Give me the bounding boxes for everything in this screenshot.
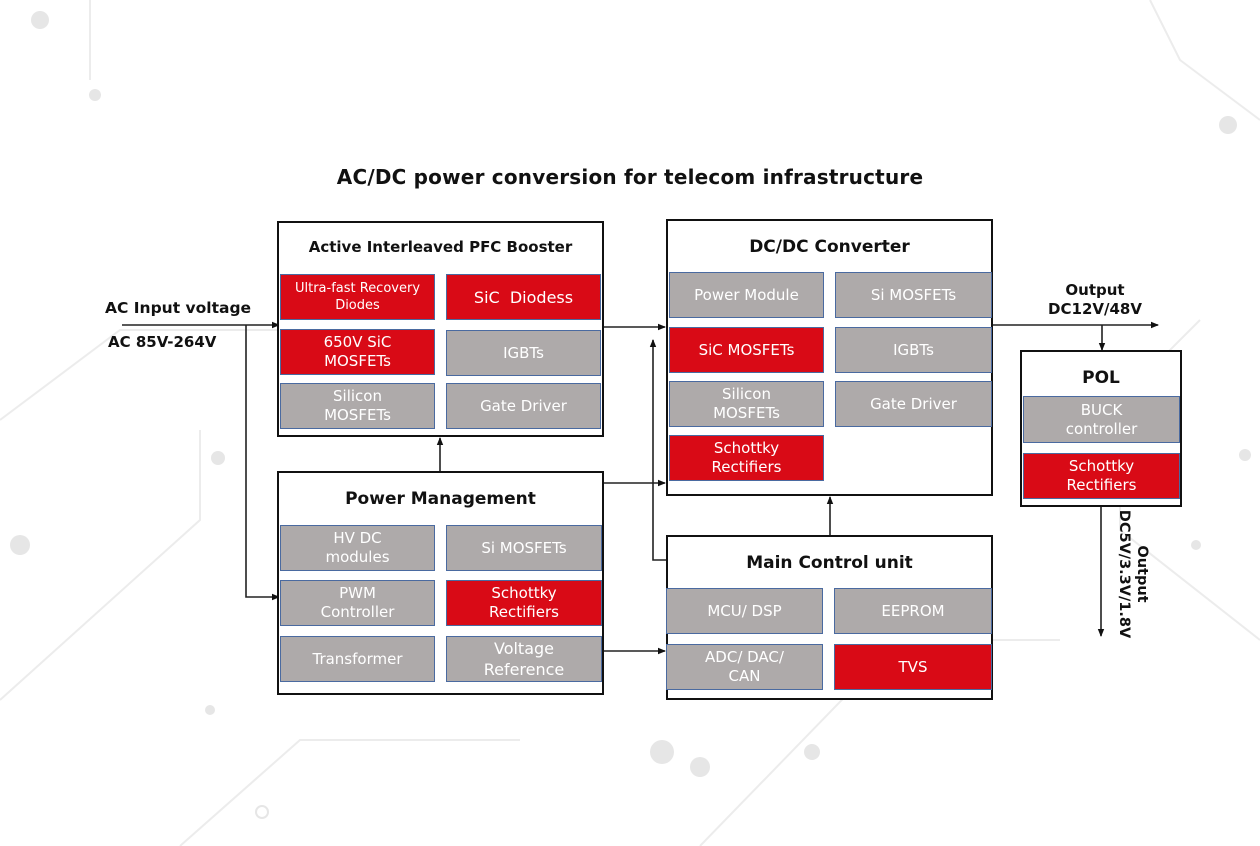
dcdc-cell-gate-driver: Gate Driver — [835, 381, 992, 427]
output-main-label-line2: DC12V/48V — [1048, 300, 1142, 318]
pol-cell-buck-controller: BUCK controller — [1023, 396, 1180, 443]
mcu-cell-mcu-dsp: MCU/ DSP — [666, 588, 823, 634]
mcu-cell-eeprom: EEPROM — [834, 588, 992, 634]
ac-input-label: AC Input voltage — [105, 299, 252, 317]
pm-cell-si-mosfets: Si MOSFETs — [446, 525, 602, 571]
pm-cell-voltage-reference: Voltage Reference — [446, 636, 602, 682]
mcu-cell-adc-dac-can: ADC/ DAC/ CAN — [666, 644, 823, 690]
mcu-to-dcdc-side-arrow — [649, 339, 668, 561]
pfc-cell-gate-driver: Gate Driver — [446, 383, 601, 429]
power-management-title: Power Management — [345, 489, 536, 509]
pfc-cell-650v-sic-mosfets: 650V SiC MOSFETs — [280, 329, 435, 375]
dcdc-cell-si-mosfets: Si MOSFETs — [835, 272, 992, 318]
output-pol-label: Output DC5V/3.3V/1.8V — [1116, 509, 1150, 639]
diagram-title: AC/DC power conversion for telecom infra… — [336, 165, 924, 189]
pfc-cell-sic-diodes: SiC Diodess — [446, 274, 601, 320]
pfc-cell-silicon-mosfets: Silicon MOSFETs — [280, 383, 435, 429]
pm-cell-pwm-controller: PWM Controller — [280, 580, 435, 626]
pfc-booster-title: Active Interleaved PFC Booster — [308, 238, 573, 256]
pm-cell-schottky-rectifiers: Schottky Rectifiers — [446, 580, 602, 626]
pm-cell-hv-dc-modules: HV DC modules — [280, 525, 435, 571]
dcdc-cell-igbts: IGBTs — [835, 327, 992, 373]
dcdc-converter-title: DC/DC Converter — [749, 237, 910, 257]
dcdc-cell-schottky-rectifiers: Schottky Rectifiers — [669, 435, 824, 481]
input-to-pwm-arrow — [245, 325, 280, 601]
ac-input-range: AC 85V-264V — [108, 333, 217, 351]
pfc-cell-ultra-fast-recovery-diodes: Ultra-fast Recovery Diodes — [280, 274, 435, 320]
pol-title: POL — [1082, 368, 1120, 388]
output-main-label-line1: Output — [1065, 281, 1125, 299]
pm-cell-transformer: Transformer — [280, 636, 435, 682]
pfc-cell-igbts: IGBTs — [446, 330, 601, 376]
mcu-cell-tvs: TVS — [834, 644, 992, 690]
dcdc-cell-power-module: Power Module — [669, 272, 824, 318]
dcdc-cell-silicon-mosfets: Silicon MOSFETs — [669, 381, 824, 427]
main-control-unit-title: Main Control unit — [746, 553, 913, 573]
pol-cell-schottky-rectifiers: Schottky Rectifiers — [1023, 453, 1180, 499]
dcdc-cell-sic-mosfets: SiC MOSFETs — [669, 327, 824, 373]
